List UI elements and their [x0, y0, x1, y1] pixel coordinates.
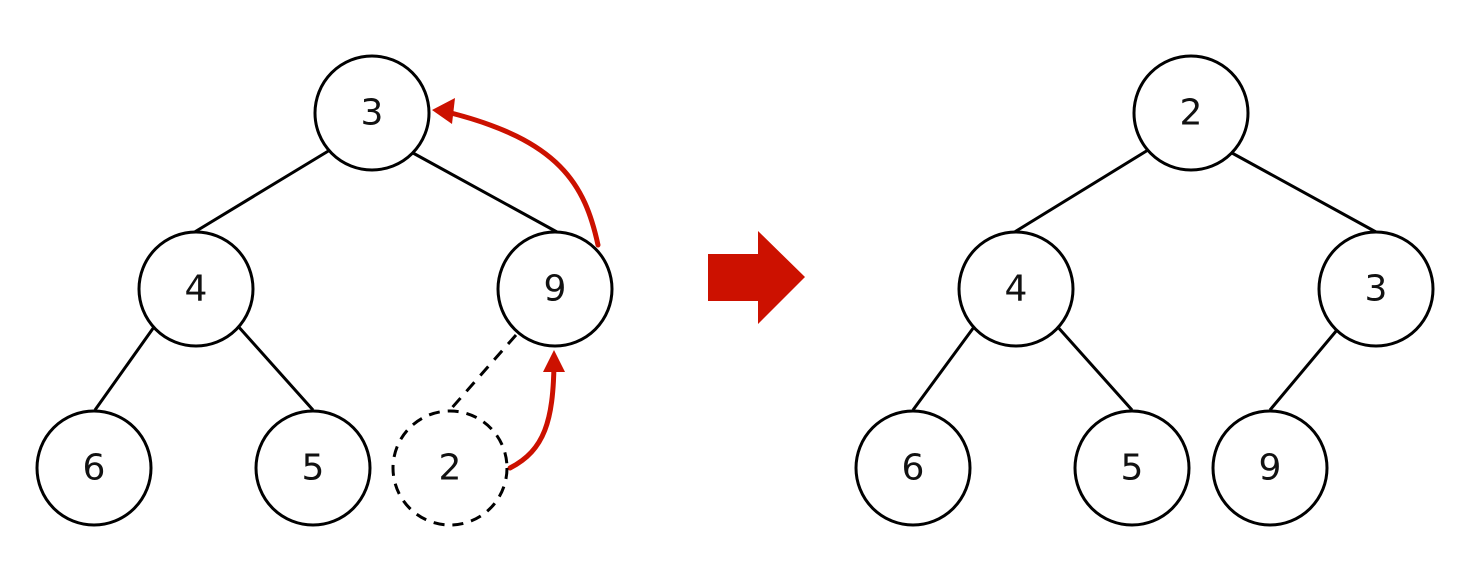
node-b-left: 4	[137, 230, 255, 348]
node-a-left: 4	[957, 230, 1075, 348]
node-a-right: 3	[1317, 230, 1435, 348]
node-label: 5	[302, 448, 325, 489]
node-b-right-left-dashed: 2	[391, 409, 509, 527]
edge-4-6	[911, 326, 976, 411]
node-label: 4	[1005, 269, 1028, 310]
node-label: 9	[1259, 448, 1282, 489]
node-b-root: 3	[313, 54, 431, 172]
edge-2-4	[1012, 148, 1149, 235]
node-b-left-left: 6	[35, 409, 153, 527]
node-a-root: 2	[1132, 54, 1250, 172]
arrowhead-to-3	[432, 98, 455, 124]
node-a-left-right: 5	[1073, 409, 1191, 527]
edge-4-6	[93, 326, 156, 411]
edge-3-4	[192, 148, 331, 235]
node-label: 3	[1365, 269, 1388, 310]
node-a-left-left: 6	[854, 409, 972, 527]
swap-arrow-9-to-3	[444, 109, 601, 248]
edge-3-9	[1268, 329, 1339, 411]
after-tree: 2 4 3 6 5 9	[854, 54, 1435, 527]
node-a-right-left: 9	[1211, 409, 1329, 527]
node-label: 9	[544, 269, 567, 310]
node-label: 5	[1121, 448, 1144, 489]
edge-9-2-dashed	[448, 334, 518, 411]
node-b-right: 9	[496, 230, 614, 348]
edge-4-5	[235, 324, 315, 411]
arrowhead-to-9	[543, 350, 565, 372]
before-tree: 3 4 9 6 5 2	[35, 54, 614, 527]
edge-3-9	[412, 151, 558, 234]
node-label: 6	[83, 448, 106, 489]
edge-2-3	[1231, 151, 1377, 234]
node-label: 6	[902, 448, 925, 489]
right-arrow-icon	[708, 231, 805, 324]
node-label: 2	[1180, 93, 1203, 134]
edge-4-5	[1054, 324, 1134, 411]
node-label: 3	[361, 93, 384, 134]
node-label: 2	[439, 448, 462, 489]
swap-arrow-2-to-9	[507, 362, 557, 471]
node-b-left-right: 5	[254, 409, 372, 527]
node-label: 4	[185, 269, 208, 310]
